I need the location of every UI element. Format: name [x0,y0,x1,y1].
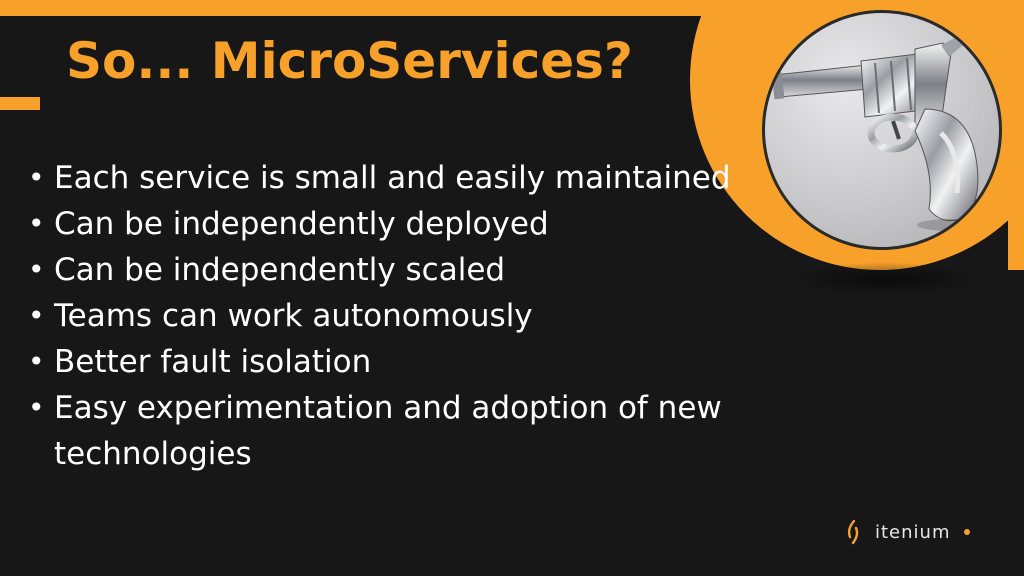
logo-text: itenium [875,521,951,543]
bullet-glyph: • [28,161,45,194]
bullet-glyph: • [28,345,45,378]
slide-title: So... MicroServices? [66,32,633,90]
disc-shadow [790,262,980,296]
list-item: • Can be independently scaled [28,247,748,293]
bullet-glyph: • [28,253,45,286]
revolver-icon [771,35,985,231]
bullet-text: Better fault isolation [54,344,372,380]
bullet-list: • Each service is small and easily maint… [28,155,748,477]
bullet-glyph: • [28,299,45,332]
logo-dot [964,529,971,535]
itenium-logo-icon [847,519,859,545]
itenium-logo: itenium [845,517,971,547]
list-item: • Each service is small and easily maint… [28,155,748,201]
bullet-text: Can be independently deployed [54,206,549,242]
bullet-glyph: • [28,207,45,240]
list-item: • Easy experimentation and adoption of n… [28,385,748,477]
bullet-text: Easy experimentation and adoption of new… [54,390,722,472]
list-item: • Can be independently deployed [28,201,748,247]
list-item: • Better fault isolation [28,339,748,385]
bullet-text: Teams can work autonomously [54,298,533,334]
bullet-glyph: • [28,391,45,424]
accent-dash [0,97,40,110]
bullet-text: Can be independently scaled [54,252,506,288]
revolver-photo [762,10,1002,250]
bullet-text: Each service is small and easily maintai… [54,160,731,196]
list-item: • Teams can work autonomously [28,293,748,339]
